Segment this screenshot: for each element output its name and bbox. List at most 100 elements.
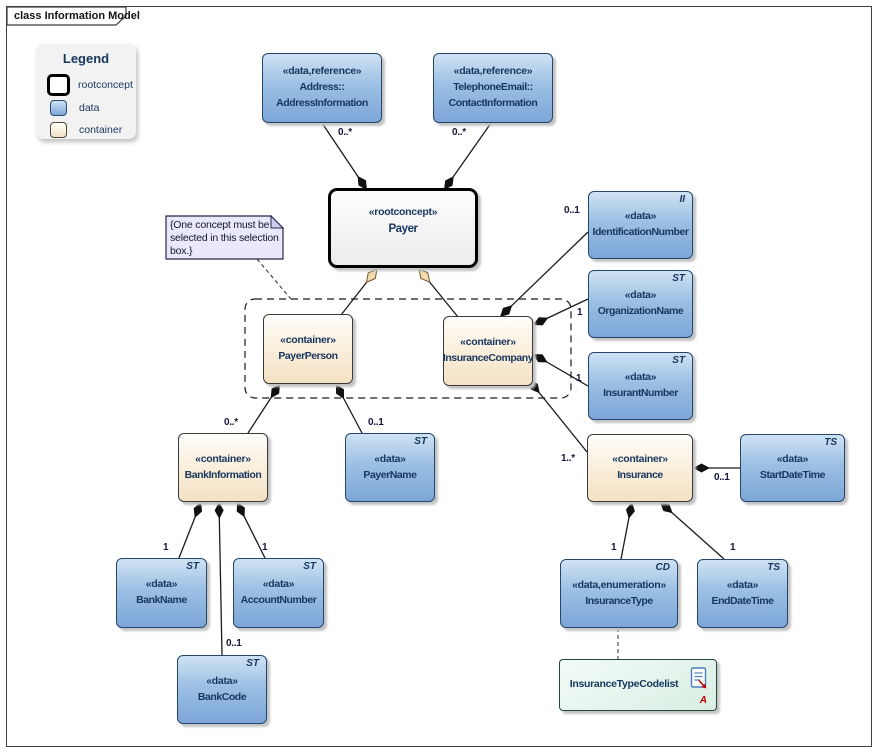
edge-note-selectionbox xyxy=(256,258,292,300)
node-label: BankInformation xyxy=(184,468,262,481)
edge-insurance-insurancetype xyxy=(620,501,635,560)
legend-item-container: container xyxy=(47,120,136,140)
node-label: InsuranceTypeCodelist xyxy=(569,678,679,691)
node-organization-name[interactable]: ST «data» OrganizationName xyxy=(588,270,693,338)
multiplicity-label: 0..1 xyxy=(226,638,242,649)
diagram-frame xyxy=(6,6,872,747)
node-insurance-type[interactable]: CD «data,enumeration» InsuranceType xyxy=(560,559,678,628)
type-marker: II xyxy=(679,194,685,205)
multiplicity-label: 1 xyxy=(262,542,268,553)
multiplicity-label: 1 xyxy=(577,307,583,318)
node-label: InsuranceCompany xyxy=(442,352,534,364)
stereotype: «data» xyxy=(374,452,406,465)
legend: Legend rootconcept data container xyxy=(36,44,136,139)
node-bank-information[interactable]: «container» BankInformation xyxy=(178,433,268,502)
node-label: Payer xyxy=(388,222,418,235)
edge-payer-insurancecompany xyxy=(419,269,459,318)
stereotype: «data» xyxy=(206,674,238,687)
multiplicity-label: 0..* xyxy=(224,417,238,428)
multiplicity-label: 1 xyxy=(163,542,169,553)
container-swatch xyxy=(50,122,67,138)
node-payer[interactable]: «rootconcept» Payer xyxy=(328,188,478,268)
node-insurant-number[interactable]: ST «data» InsurantNumber xyxy=(588,352,693,420)
node-payer-person[interactable]: «container» PayerPerson xyxy=(263,314,353,384)
stereotype: «data» xyxy=(776,453,809,466)
selection-box[interactable] xyxy=(244,298,572,399)
node-insurance[interactable]: «container» Insurance xyxy=(587,434,693,502)
stereotype: «data,enumeration» xyxy=(572,578,666,591)
node-identification-number[interactable]: II «data» IdentificationNumber xyxy=(588,191,693,259)
edge-payer-addressinformation xyxy=(321,122,368,191)
node-label: StartDateTime xyxy=(759,469,826,481)
document-icon xyxy=(690,667,708,695)
note-shape[interactable] xyxy=(165,215,284,260)
stereotype: «data» xyxy=(145,578,178,591)
node-end-date-time[interactable]: TS «data» EndDateTime xyxy=(697,559,788,628)
node-address-information[interactable]: «data,reference» Address:: AddressInform… xyxy=(262,53,382,123)
multiplicity-label: 1 xyxy=(730,542,736,553)
stereotype: «data» xyxy=(624,289,657,302)
type-marker: CD xyxy=(655,562,670,573)
edge-bankinformation-accountnumber xyxy=(236,501,266,559)
type-marker: ST xyxy=(414,436,427,447)
diagram-frame-label: class Information Model xyxy=(14,10,140,22)
node-label: InsurantNumber xyxy=(603,387,678,399)
edge-insurancecompany-insurance xyxy=(528,379,588,453)
edge-insurancecompany-insurantnumber xyxy=(532,353,589,387)
stereotype: «container» xyxy=(460,336,516,349)
data-swatch xyxy=(50,100,67,116)
edge-insurancecompany-organizationname xyxy=(532,298,589,326)
node-label: OrganizationName xyxy=(597,305,684,317)
note-text: {One concept must be selected in this se… xyxy=(170,219,279,258)
type-marker: ST xyxy=(672,355,685,366)
legend-item-data: data xyxy=(47,98,136,118)
node-label: BankCode xyxy=(197,690,247,703)
node-start-date-time[interactable]: TS «data» StartDateTime xyxy=(740,434,845,502)
multiplicity-label: 0..* xyxy=(338,127,352,138)
multiplicity-label: 1 xyxy=(611,542,617,553)
type-marker: ST xyxy=(246,658,259,669)
node-label: AddressInformation xyxy=(276,96,368,109)
stereotype: «data,reference» xyxy=(282,65,362,78)
multiplicity-label: 0..1 xyxy=(714,472,730,483)
node-label: PayerName xyxy=(363,468,417,481)
type-marker: TS xyxy=(767,562,780,573)
legend-item-label: rootconcept xyxy=(78,79,133,91)
node-payer-name[interactable]: ST «data» PayerName xyxy=(345,433,435,502)
multiplicity-label: 0..* xyxy=(452,127,466,138)
edge-bankinformation-bankcode xyxy=(214,501,224,656)
node-label: PayerPerson xyxy=(278,350,338,362)
stereotype: «data» xyxy=(624,371,657,384)
stereotype: «data» xyxy=(624,210,657,223)
multiplicity-label: 1 xyxy=(576,373,582,384)
legend-title: Legend xyxy=(62,51,110,66)
node-account-number[interactable]: ST «data» AccountNumber xyxy=(233,558,324,628)
edge-insurancecompany-identificationnumber xyxy=(499,231,589,318)
node-insurance-company[interactable]: «container» InsuranceCompany xyxy=(442,316,534,386)
edge-payerperson-payername xyxy=(335,383,363,434)
stereotype: «container» xyxy=(280,334,336,347)
node-label: TelephoneEmail:: xyxy=(453,81,533,94)
stereotype: «data,reference» xyxy=(453,65,533,78)
node-label: ContactInformation xyxy=(448,96,538,109)
node-label: BankName xyxy=(136,594,187,606)
codelist-marker: A xyxy=(699,695,707,706)
node-label: AccountNumber xyxy=(240,594,317,606)
legend-item-label: data xyxy=(79,102,100,114)
stereotype: «data» xyxy=(726,578,759,591)
edge-payer-contactinformation xyxy=(443,122,492,191)
frame-tab xyxy=(6,6,127,26)
node-label: EndDateTime xyxy=(711,594,774,607)
node-insurance-type-codelist[interactable]: InsuranceTypeCodelist A xyxy=(559,659,717,711)
node-contact-information[interactable]: «data,reference» TelephoneEmail:: Contac… xyxy=(433,53,553,123)
edge-payer-payerperson xyxy=(340,269,377,316)
node-bank-code[interactable]: ST «data» BankCode xyxy=(177,655,267,724)
node-bank-name[interactable]: ST «data» BankName xyxy=(116,558,207,628)
edge-payerperson-bankinformation xyxy=(247,383,281,434)
edge-insurance-enddatetime xyxy=(659,501,725,560)
node-label: Address:: xyxy=(299,81,345,94)
edge-bankinformation-bankname xyxy=(178,501,203,559)
multiplicity-label: 0..1 xyxy=(368,417,384,428)
